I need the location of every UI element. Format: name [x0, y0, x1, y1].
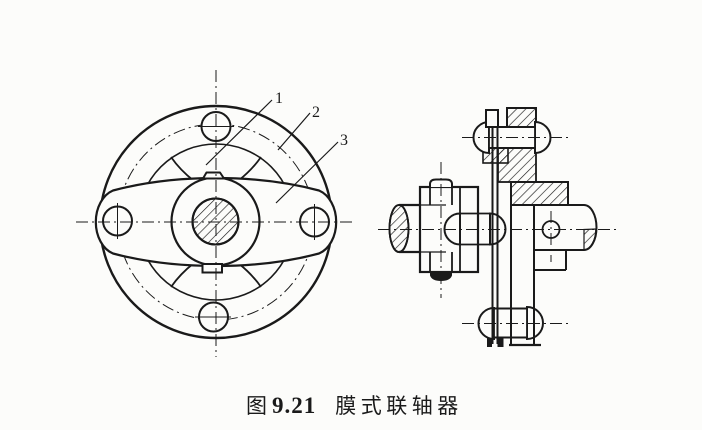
- flange-lower-arm: [509, 205, 541, 347]
- part-label-2: 2: [312, 104, 320, 121]
- clamp-bolt-lines: [429, 187, 453, 272]
- right-shaft-break-hatch: [583, 228, 597, 251]
- top-bolt-cap-right: [534, 120, 552, 155]
- left-shaft: [388, 203, 420, 254]
- caption-title: 膜式联轴器: [335, 394, 463, 418]
- leader-lines: [205, 99, 339, 204]
- part-label-3: 3: [340, 132, 348, 149]
- membrane-pack: [485, 109, 504, 347]
- membrane-foot-left: [487, 338, 492, 347]
- right-shaft: [534, 204, 598, 251]
- flange-step-section: [510, 181, 569, 206]
- membrane-foot-right: [497, 338, 504, 347]
- bottom-clamp-tab: [201, 263, 223, 274]
- bolt-center-ticks: [117, 126, 315, 318]
- top-clamp-tab: [202, 171, 225, 180]
- caption-number: 9.21: [272, 393, 317, 418]
- right-hub-lower: [534, 250, 567, 271]
- part-label-1: 1: [275, 90, 283, 107]
- caption-prefix: 图: [246, 394, 267, 418]
- section-view: [378, 107, 620, 347]
- top-bolt-cap-left: [472, 120, 490, 155]
- bore-lines: [420, 204, 446, 253]
- membrane-top-tab: [485, 109, 499, 128]
- top-bolt-head-section: [506, 107, 537, 128]
- flange-web-section: [497, 147, 537, 183]
- front-view: 1 2 3: [76, 70, 354, 357]
- figure-caption: 图 9.21 膜式联轴器: [246, 390, 463, 418]
- section-centerlines: [378, 137, 620, 324]
